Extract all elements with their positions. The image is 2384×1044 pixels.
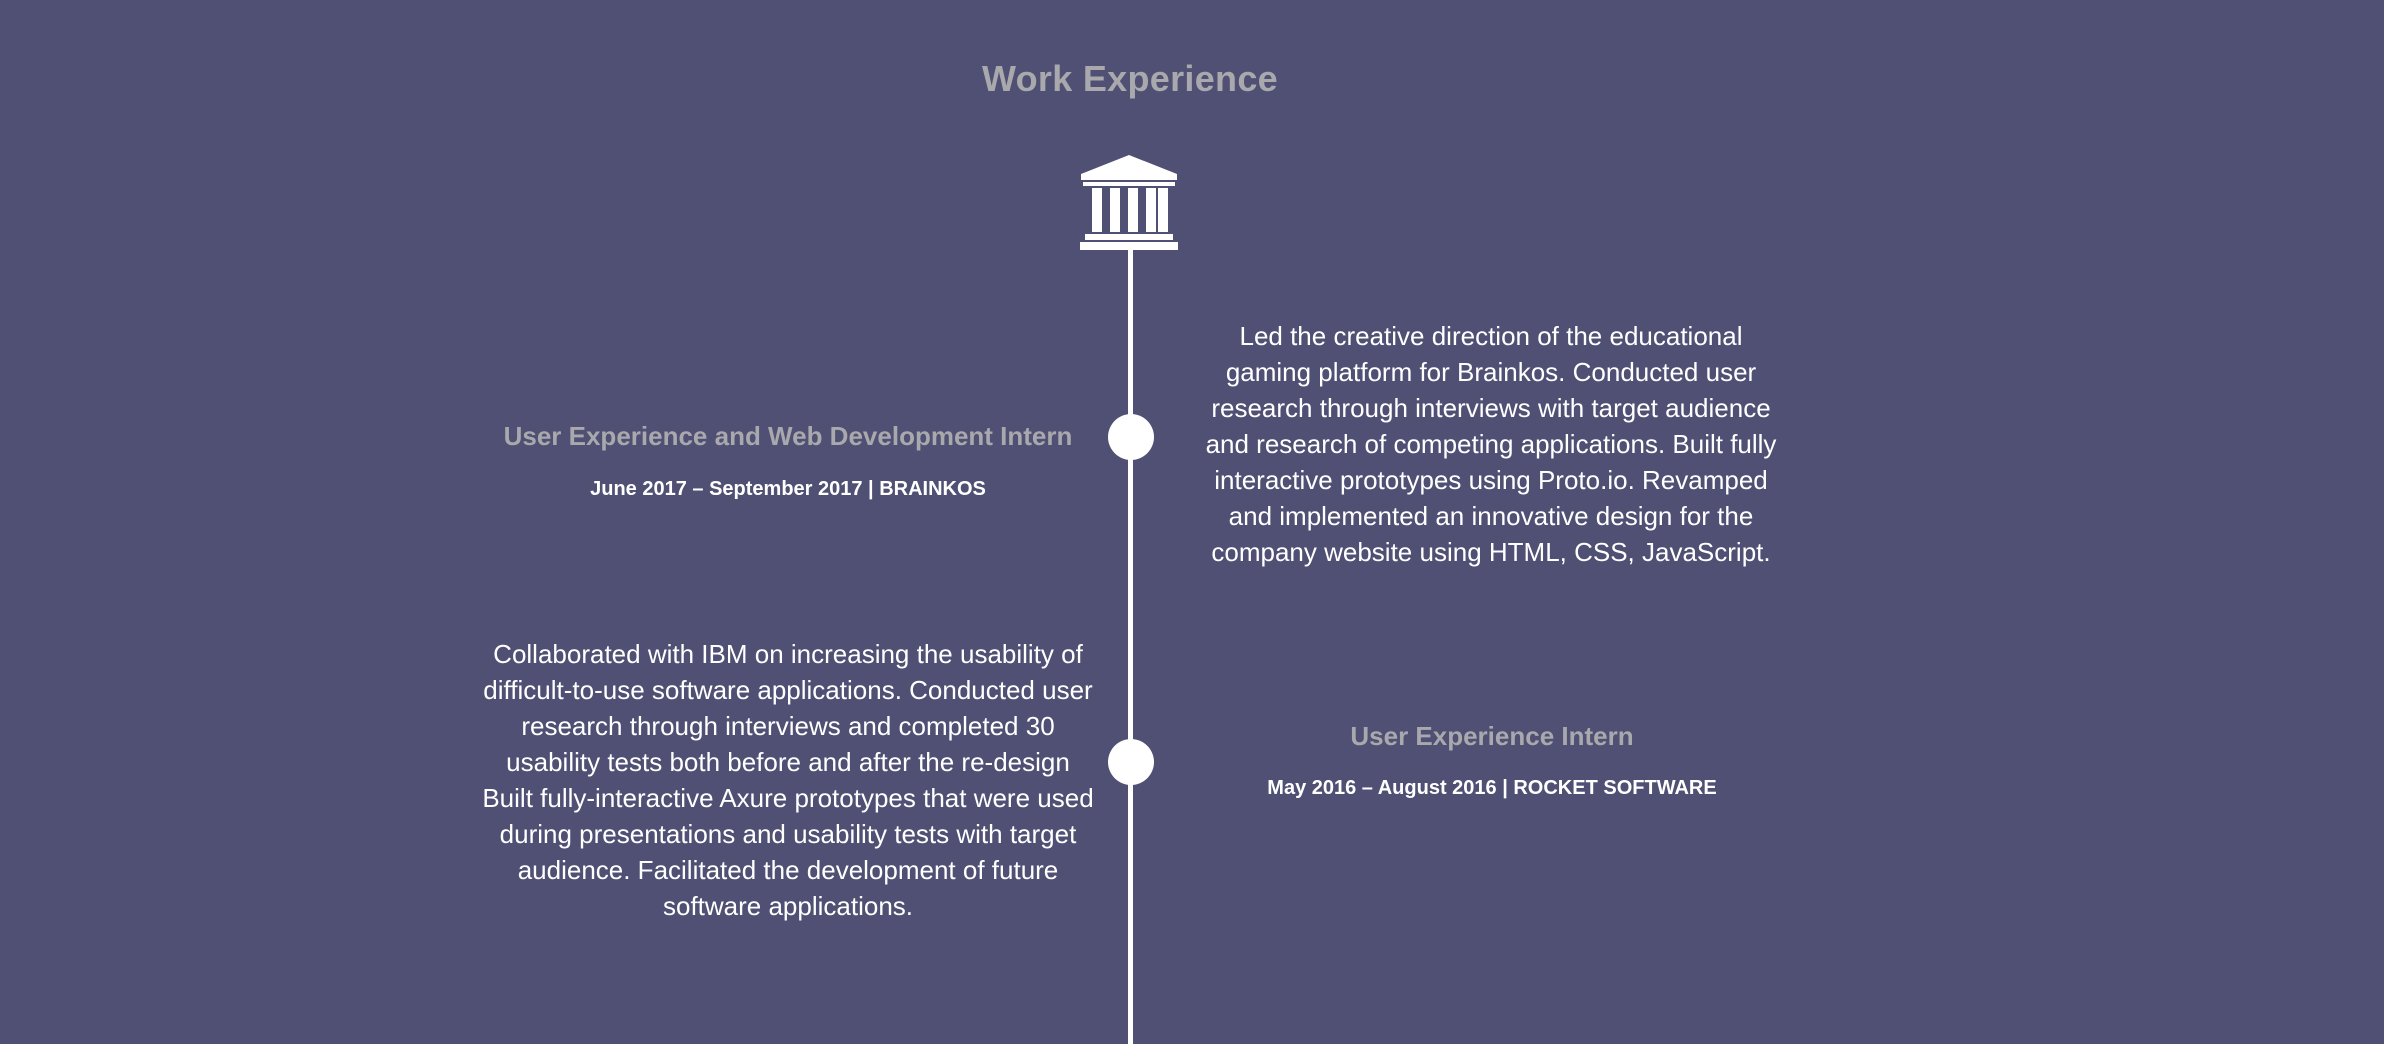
job-description: Collaborated with IBM on increasing the … [482,639,1094,921]
job-dates-company: June 2017 – September 2017 | BRAINKOS [590,478,986,500]
timeline-line [1128,248,1133,1044]
job-dates-company: May 2016 – August 2016 | ROCKET SOFTWARE [1267,777,1717,799]
institution-icon [1080,155,1178,250]
timeline-dot [1108,414,1154,460]
job-title: User Experience and Web Development Inte… [503,421,1073,451]
job-title: User Experience Intern [1350,721,1634,751]
job-description: Led the creative direction of the educat… [1205,321,1777,567]
section-title: Work Experience [982,58,1278,99]
timeline-dot [1108,739,1154,785]
